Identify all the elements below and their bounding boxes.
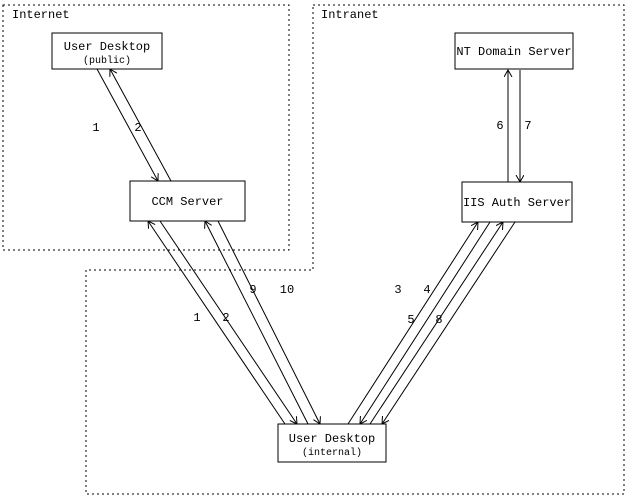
edge-label-step10-ccm-to-internal-desktop: 10 bbox=[280, 283, 294, 297]
node-nt-domain-server-box bbox=[454, 32, 574, 70]
node-iis-auth-server: IIS Auth Server bbox=[461, 181, 573, 223]
edge-step1-public-desktop-to-ccm bbox=[96, 68, 158, 181]
node-iis-auth-server-label: IIS Auth Server bbox=[463, 196, 571, 210]
node-iis-auth-server-box bbox=[461, 181, 573, 223]
edge-step3-internal-desktop-to-iis bbox=[347, 222, 478, 425]
edge-label-step1-internal-desktop-to-ccm: 1 bbox=[193, 311, 200, 325]
node-user-desktop-internal-box bbox=[277, 423, 387, 463]
zone-intranet-border bbox=[85, 4, 625, 495]
edge-label-step2-ccm-to-public-desktop: 2 bbox=[134, 121, 141, 135]
edge-label-step7-nt-domain-to-iis: 7 bbox=[524, 119, 531, 133]
edge-step2-ccm-to-public-desktop bbox=[110, 69, 172, 182]
node-ccm-server: CCM Server bbox=[129, 180, 246, 222]
edge-label-step5-internal-desktop-to-iis: 5 bbox=[407, 313, 414, 327]
zone-internet-label: Internet bbox=[12, 8, 70, 22]
edge-label-step6-iis-to-nt-domain: 6 bbox=[496, 119, 503, 133]
node-user-desktop-internal-label: User Desktop bbox=[289, 432, 375, 446]
edge-step2-ccm-to-internal-desktop bbox=[159, 220, 297, 424]
node-ccm-server-label: CCM Server bbox=[151, 195, 223, 209]
node-ccm-server-box bbox=[129, 180, 246, 222]
node-user-desktop-public-sublabel: (public) bbox=[83, 55, 131, 67]
edge-step5-internal-desktop-to-iis bbox=[369, 222, 503, 425]
edge-label-step3-internal-desktop-to-iis: 3 bbox=[394, 283, 401, 297]
edge-step1-internal-desktop-to-ccm bbox=[148, 221, 286, 425]
edge-step4-iis-to-internal-desktop bbox=[360, 221, 491, 424]
node-user-desktop-public-box bbox=[51, 32, 163, 70]
edge-step10-ccm-to-internal-desktop bbox=[217, 220, 320, 424]
edge-step8-iis-to-internal-desktop bbox=[382, 221, 516, 424]
node-user-desktop-public: User Desktop(public) bbox=[51, 32, 163, 70]
node-user-desktop-internal-sublabel: (internal) bbox=[302, 447, 362, 459]
node-nt-domain-server: NT Domain Server bbox=[454, 32, 574, 70]
edge-label-step4-iis-to-internal-desktop: 4 bbox=[423, 283, 430, 297]
node-nt-domain-server-label: NT Domain Server bbox=[456, 45, 571, 59]
edge-label-step2-ccm-to-internal-desktop: 2 bbox=[222, 311, 229, 325]
node-user-desktop-public-label: User Desktop bbox=[64, 40, 150, 54]
edge-label-step8-iis-to-internal-desktop: 8 bbox=[435, 313, 442, 327]
edge-label-step1-public-desktop-to-ccm: 1 bbox=[92, 121, 99, 135]
zone-intranet-label: Intranet bbox=[321, 8, 379, 22]
edge-step9-internal-desktop-to-ccm bbox=[205, 221, 309, 425]
node-user-desktop-internal: User Desktop(internal) bbox=[277, 423, 387, 463]
